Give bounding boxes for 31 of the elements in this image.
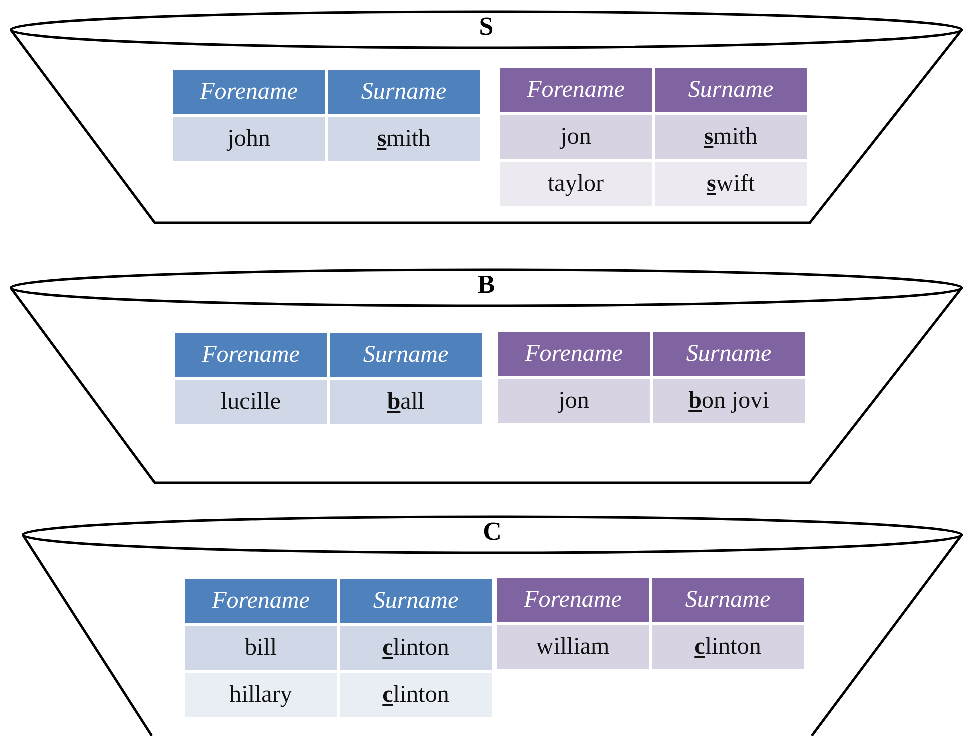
column-header: Forename: [498, 332, 650, 376]
table-cell: taylor: [500, 162, 652, 206]
column-header: Forename: [173, 70, 325, 114]
table-cell: jon: [500, 115, 652, 159]
table-cell: smith: [655, 115, 807, 159]
table-cell: ball: [330, 380, 482, 424]
table-cell: hillary: [185, 673, 337, 717]
column-header: Forename: [497, 578, 649, 622]
table-cell: swift: [655, 162, 807, 206]
column-header: Forename: [175, 333, 327, 377]
table-cell: bon jovi: [653, 379, 805, 423]
column-header: Surname: [328, 70, 480, 114]
bucket-label: S: [479, 12, 494, 42]
table-cell: clinton: [340, 673, 492, 717]
column-header: Surname: [340, 579, 492, 623]
table-cell: clinton: [340, 626, 492, 670]
column-header: Surname: [330, 333, 482, 377]
table-cell: jon: [498, 379, 650, 423]
table-cell: smith: [328, 117, 480, 161]
table-cell: lucille: [175, 380, 327, 424]
table-cell: william: [497, 625, 649, 669]
bucket-label: C: [483, 517, 502, 547]
column-header: Surname: [655, 68, 807, 112]
table-cell: clinton: [652, 625, 804, 669]
column-header: Surname: [652, 578, 804, 622]
column-header: Surname: [653, 332, 805, 376]
bucket-label: B: [478, 270, 496, 300]
column-header: Forename: [500, 68, 652, 112]
table-cell: john: [173, 117, 325, 161]
column-header: Forename: [185, 579, 337, 623]
table-cell: bill: [185, 626, 337, 670]
